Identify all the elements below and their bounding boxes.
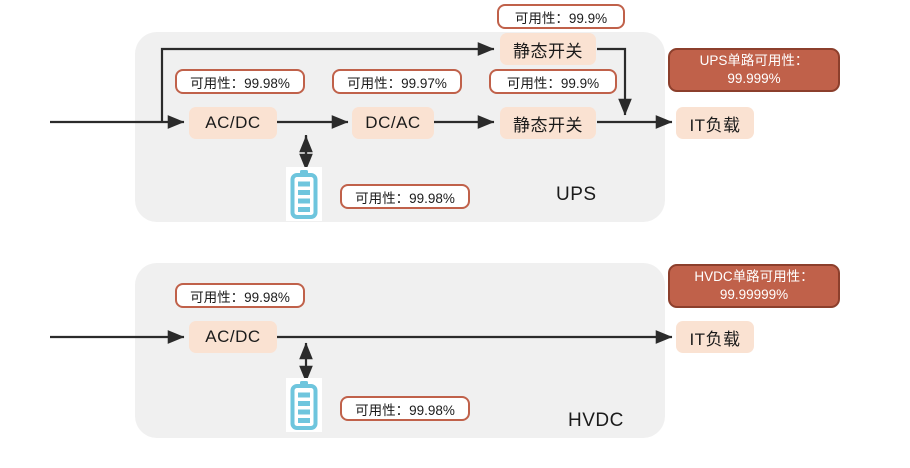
ups-acdc-availability-label: 可用性：99.98% xyxy=(175,69,305,94)
ups-static-switch-availability-label: 可用性：99.9% xyxy=(489,69,617,94)
ups-summary-badge: UPS单路可用性： 99.999% xyxy=(668,48,840,92)
hvdc-group-label: HVDC xyxy=(568,410,624,431)
ups-node-bypass-switch[interactable]: 静态开关 xyxy=(500,33,596,65)
hvdc-acdc-availability-label: 可用性：99.98% xyxy=(175,283,305,308)
hvdc-node-acdc[interactable]: AC/DC xyxy=(189,321,277,353)
ups-bypass-availability-label: 可用性：99.9% xyxy=(497,4,625,29)
hvdc-battery-icon xyxy=(286,378,322,432)
ups-node-dcac[interactable]: DC/AC xyxy=(352,107,434,139)
ups-node-static-switch[interactable]: 静态开关 xyxy=(500,107,596,139)
ups-group-label: UPS xyxy=(556,184,597,205)
ups-summary-badge-line1: UPS单路可用性： xyxy=(699,52,809,68)
hvdc-summary-badge-line2: 99.99999% xyxy=(719,287,789,302)
hvdc-battery-availability-label: 可用性：99.98% xyxy=(340,396,470,421)
ups-summary-badge-line2: 99.999% xyxy=(727,71,781,86)
hvdc-summary-badge: HVDC单路可用性： 99.99999% xyxy=(668,264,840,308)
hvdc-node-it-load[interactable]: IT负载 xyxy=(676,321,754,353)
ups-node-acdc[interactable]: AC/DC xyxy=(189,107,277,139)
ups-node-it-load[interactable]: IT负载 xyxy=(676,107,754,139)
ups-dcac-availability-label: 可用性：99.97% xyxy=(332,69,462,94)
ups-battery-icon xyxy=(286,167,322,221)
hvdc-summary-badge-line1: HVDC单路可用性： xyxy=(694,268,814,284)
ups-battery-availability-label: 可用性：99.98% xyxy=(340,184,470,209)
